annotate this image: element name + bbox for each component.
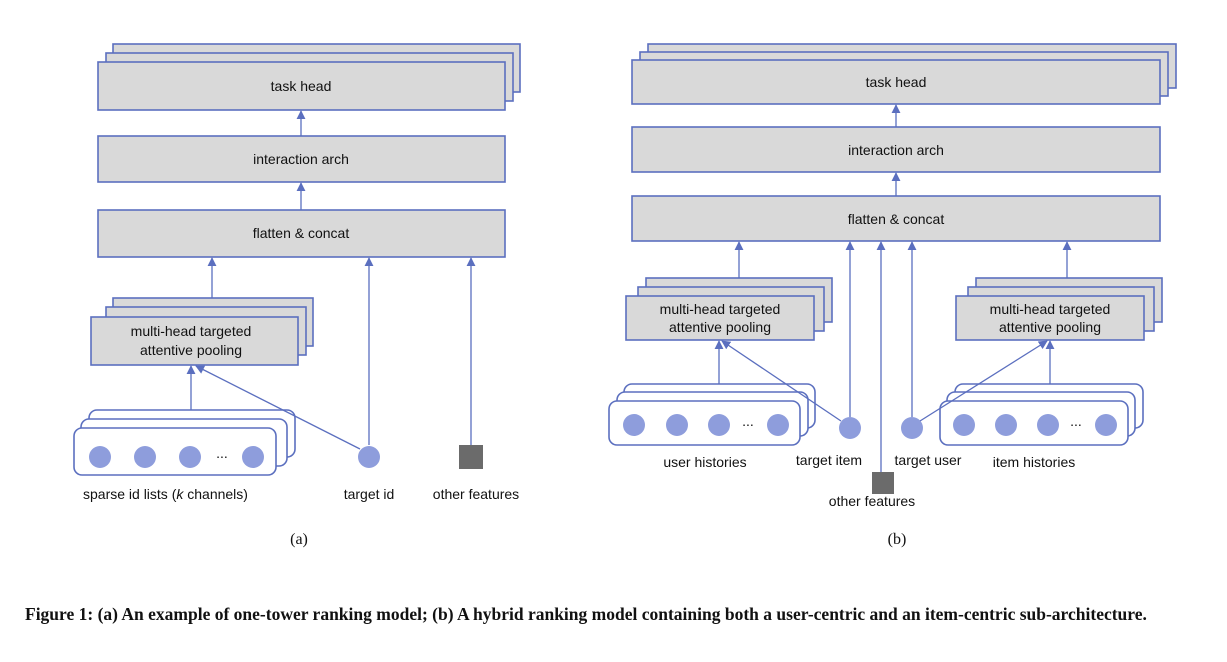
other-features-square-a	[459, 445, 483, 469]
task-head-box-b: task head	[631, 43, 1177, 105]
user-history-dot	[666, 414, 688, 436]
flatten-concat-box-b: flatten & concat	[631, 195, 1161, 242]
item-history-dot	[995, 414, 1017, 436]
other-features-square-b	[872, 472, 894, 494]
arrow-targetid-to-pooling	[195, 365, 361, 450]
target-item-label: target item	[796, 452, 862, 468]
pooling-label-line2-user: attentive pooling	[669, 319, 771, 335]
sparse-id-lists-stack: ...	[73, 409, 296, 476]
id-dot	[242, 446, 264, 468]
interaction-arch-label-b: interaction arch	[848, 142, 944, 158]
flatten-concat-label-a: flatten & concat	[253, 225, 350, 241]
ellipsis-item: ...	[1070, 413, 1082, 429]
interaction-arch-box-a: interaction arch	[97, 135, 506, 183]
user-histories-stack: ...	[608, 383, 816, 446]
pooling-label-line1-user: multi-head targeted	[660, 301, 781, 317]
arrow-targetuser-to-itempool	[919, 340, 1048, 422]
other-features-label-a: other features	[433, 486, 519, 502]
arrow-targetitem-to-userpool	[721, 340, 842, 422]
user-histories-label: user histories	[663, 454, 746, 470]
id-dot	[89, 446, 111, 468]
item-histories-stack: ...	[939, 383, 1144, 446]
sparse-id-lists-label: sparse id lists (k channels)	[83, 486, 248, 502]
ellipsis-user: ...	[742, 413, 754, 429]
id-dot	[134, 446, 156, 468]
task-head-label-a: task head	[271, 78, 332, 94]
target-id-dot	[358, 446, 380, 468]
pooling-label-line2-item: attentive pooling	[999, 319, 1101, 335]
pooling-box-item: multi-head targeted attentive pooling	[955, 277, 1163, 341]
panel-a: task head interaction arch flatten & con…	[73, 43, 521, 548]
figure-caption: Figure 1: (a) An example of one-tower ra…	[25, 604, 1147, 624]
panel-b-sublabel: (b)	[888, 531, 907, 548]
id-dot	[179, 446, 201, 468]
flatten-concat-label-b: flatten & concat	[848, 211, 945, 227]
target-user-label: target user	[895, 452, 962, 468]
task-head-label-b: task head	[866, 74, 927, 90]
pooling-label-line1-a: multi-head targeted	[131, 323, 252, 339]
panel-b: task head interaction arch flatten & con…	[608, 43, 1177, 548]
item-history-dot	[953, 414, 975, 436]
task-head-box-a: task head	[97, 43, 521, 111]
item-history-dot	[1037, 414, 1059, 436]
pooling-label-line1-item: multi-head targeted	[990, 301, 1111, 317]
flatten-concat-box-a: flatten & concat	[97, 209, 506, 258]
pooling-box-a: multi-head targeted attentive pooling	[90, 297, 314, 366]
other-features-label-b: other features	[829, 493, 915, 509]
target-item-dot	[839, 417, 861, 439]
user-history-dot	[767, 414, 789, 436]
user-history-dot	[623, 414, 645, 436]
panel-a-sublabel: (a)	[290, 531, 308, 548]
item-history-dot	[1095, 414, 1117, 436]
target-id-label: target id	[344, 486, 395, 502]
item-histories-label: item histories	[993, 454, 1075, 470]
target-user-dot	[901, 417, 923, 439]
pooling-box-user: multi-head targeted attentive pooling	[625, 277, 833, 341]
ellipsis-a: ...	[216, 445, 228, 461]
user-history-dot	[708, 414, 730, 436]
interaction-arch-box-b: interaction arch	[631, 126, 1161, 173]
interaction-arch-label-a: interaction arch	[253, 151, 349, 167]
pooling-label-line2-a: attentive pooling	[140, 342, 242, 358]
